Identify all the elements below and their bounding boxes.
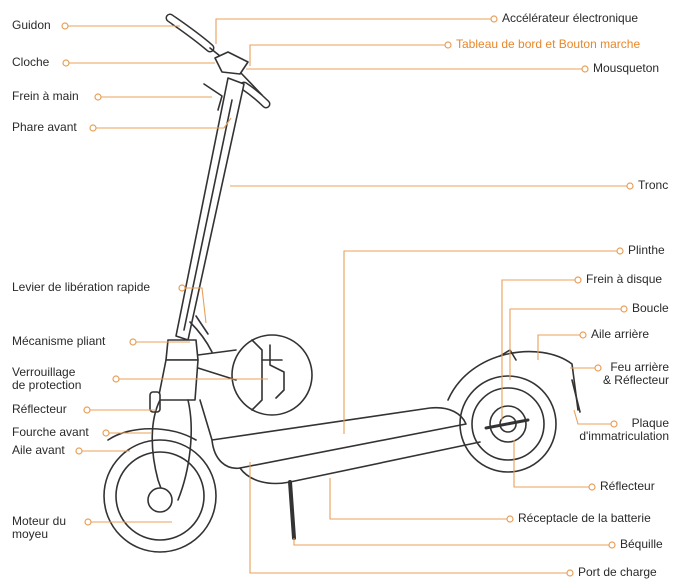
label-tableau-de-bord: Tableau de bord et Bouton marche [456,37,641,51]
label-plinthe: Plinthe [628,243,665,257]
label-reflecteur-arriere: Réflecteur [600,479,655,493]
label-feu-arriere: Feu arrière & Réflecteur [603,361,669,387]
label-frein-main: Frein à main [12,89,79,103]
label-boucle: Boucle [632,301,669,315]
leader-lines [65,18,630,574]
label-tronc: Tronc [638,178,669,192]
scooter-drawing [103,13,581,553]
label-reflecteur-avant: Réflecteur [12,402,67,416]
label-bequille: Béquille [620,537,663,551]
label-verrouillage: Verrouillage de protection [12,366,81,392]
label-moteur-line2: moyeu [12,527,49,541]
label-levier-liberation: Levier de libération rapide [12,280,151,294]
label-receptacle-batterie: Réceptacle de la batterie [518,511,651,525]
label-verrouillage-line1: Verrouillage [12,365,76,379]
label-accelerateur: Accélérateur électronique [502,11,639,25]
label-mecanisme-pliant: Mécanisme pliant [12,334,106,348]
label-frein-disque: Frein à disque [586,272,663,286]
label-plaque: Plaque d'immatriculation [579,417,669,443]
label-guidon: Guidon [12,18,51,32]
label-fourche-avant: Fourche avant [12,425,89,439]
label-port-de-charge: Port de charge [578,565,657,579]
label-cloche: Cloche [12,55,50,69]
label-verrouillage-line2: de protection [12,378,82,392]
label-aile-avant: Aile avant [12,443,65,457]
label-plaque-line1: Plaque [631,416,669,430]
label-aile-arriere: Aile arrière [591,327,650,341]
label-plaque-line2: d'immatriculation [579,429,669,443]
label-feu-line1: Feu arrière [610,360,669,374]
leader-dots [61,15,634,577]
label-feu-line2: & Réflecteur [602,373,669,387]
label-moteur-line1: Moteur du [12,514,67,528]
label-mousqueton: Mousqueton [593,61,660,75]
label-moteur-moyeu: Moteur du moyeu [12,515,66,541]
label-phare-avant: Phare avant [12,120,77,134]
